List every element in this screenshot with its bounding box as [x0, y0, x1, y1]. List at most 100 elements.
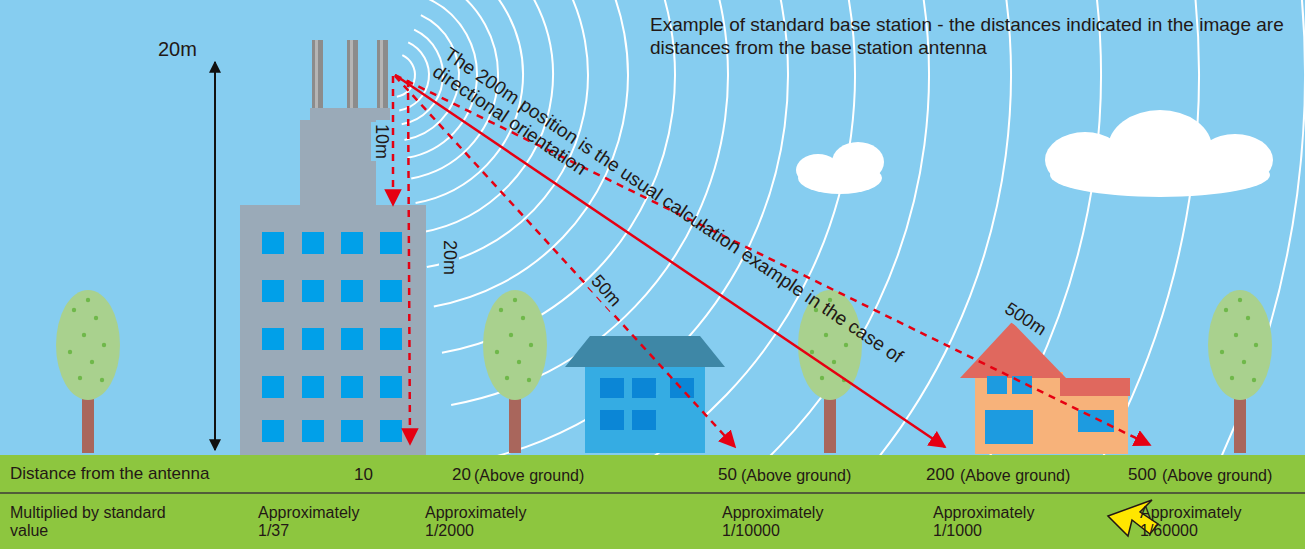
note-title: Example of standard base station - the d…	[650, 14, 1300, 60]
illustration-part	[302, 420, 324, 442]
illustration-part	[1254, 343, 1258, 347]
illustration-part	[1252, 378, 1256, 382]
illustration-part	[341, 328, 363, 350]
illustration-part	[632, 410, 656, 430]
illustration-part	[1242, 360, 1246, 364]
illustration-part	[517, 360, 521, 364]
illustration-part	[1238, 298, 1242, 302]
illustration-part	[832, 360, 836, 364]
illustration-part	[395, 75, 945, 447]
illustration-part	[341, 376, 363, 398]
illustration-part	[600, 410, 624, 430]
illustration-part	[100, 378, 104, 382]
radio-waves	[397, 0, 1305, 455]
illustration-part	[1224, 308, 1228, 312]
illustration-part	[600, 378, 624, 398]
illustration-part	[347, 40, 358, 112]
illustration-part	[86, 298, 90, 302]
illustration-part	[302, 232, 324, 254]
illustration-part	[94, 316, 98, 320]
illustration-part	[500, 0, 1011, 455]
illustration-part	[341, 232, 363, 254]
distance-value: 20	[452, 466, 471, 485]
illustration-part	[505, 376, 509, 380]
illustration-part	[527, 378, 531, 382]
illustration-part	[985, 410, 1033, 444]
ratio-value: Approximately 1/37	[258, 504, 376, 539]
illustration-part	[56, 290, 120, 400]
illustration-part	[670, 378, 694, 398]
distance-note: (Above ground)	[1162, 467, 1272, 485]
illustration-part	[565, 336, 725, 367]
illustration-part	[380, 376, 402, 398]
illustration-part	[392, 76, 395, 205]
distance-value: 500	[1128, 466, 1156, 485]
distance-label: 50m	[585, 270, 626, 312]
illustration-part	[78, 376, 82, 380]
illustration-part	[310, 108, 390, 120]
illustration-part	[300, 120, 376, 210]
illustration-part	[56, 290, 120, 453]
illustration-part	[380, 328, 402, 350]
illustration-part	[632, 378, 656, 398]
illustration-part	[483, 290, 547, 400]
distance-value: 200	[926, 466, 954, 485]
illustration-part	[832, 142, 884, 182]
ratio-value: Approximately 1/1000	[933, 504, 1051, 539]
illustration-part	[1230, 376, 1234, 380]
illustration-part	[312, 40, 323, 112]
distance-note: (Above ground)	[741, 467, 851, 485]
illustration-part	[810, 350, 814, 354]
clouds	[796, 110, 1273, 197]
illustration-part	[302, 328, 324, 350]
illustration-part	[533, 0, 1199, 455]
illustration-part	[1060, 396, 1128, 454]
illustration-part	[262, 232, 284, 254]
illustration-part	[262, 280, 284, 302]
row-header: Multiplied by standard value	[10, 504, 180, 539]
illustration-part	[408, 80, 410, 444]
illustration-part	[82, 333, 86, 337]
distance-label: 500m	[999, 298, 1051, 341]
illustration-part	[102, 343, 106, 347]
orange-house	[960, 322, 1130, 454]
illustration-part	[240, 205, 426, 455]
height-label: 20m	[156, 38, 199, 60]
height-arrow	[214, 62, 216, 450]
illustration-part	[585, 365, 705, 453]
note-label: The 200m position is the usual calculati…	[429, 44, 950, 414]
illustration-part	[262, 328, 284, 350]
illustration-part	[960, 322, 1066, 378]
illustration-part	[820, 376, 824, 380]
distance-value: 50	[718, 466, 737, 485]
illustration-part	[483, 290, 547, 453]
illustration-part	[72, 308, 76, 312]
illustration-part	[1246, 316, 1250, 320]
distance-note: (Above ground)	[960, 467, 1070, 485]
illustration-part	[1060, 378, 1130, 396]
illustration-part	[399, 42, 429, 110]
illustration-part	[1220, 350, 1224, 354]
illustration-part	[262, 376, 284, 398]
illustration-part	[462, 0, 788, 455]
illustration-part	[380, 40, 383, 112]
illustration-part	[521, 316, 525, 320]
ratio-value: Approximately 1/60000	[1140, 504, 1258, 539]
illustration-part	[529, 343, 533, 347]
distance-value: 10	[354, 466, 373, 485]
illustration-part	[262, 420, 284, 442]
ground	[0, 455, 1305, 549]
illustration-part	[380, 420, 402, 442]
row-header: Distance from the antenna	[10, 465, 209, 484]
ratio-value: Approximately 1/10000	[722, 504, 840, 539]
blue-house	[565, 336, 725, 453]
base-station-building	[240, 40, 426, 455]
table-rule	[0, 492, 1305, 494]
illustration-part	[380, 280, 402, 302]
illustration-part	[377, 40, 388, 112]
illustration-part	[987, 376, 1007, 394]
distance-note: (Above ground)	[474, 467, 584, 485]
illustration-part	[975, 372, 1063, 454]
